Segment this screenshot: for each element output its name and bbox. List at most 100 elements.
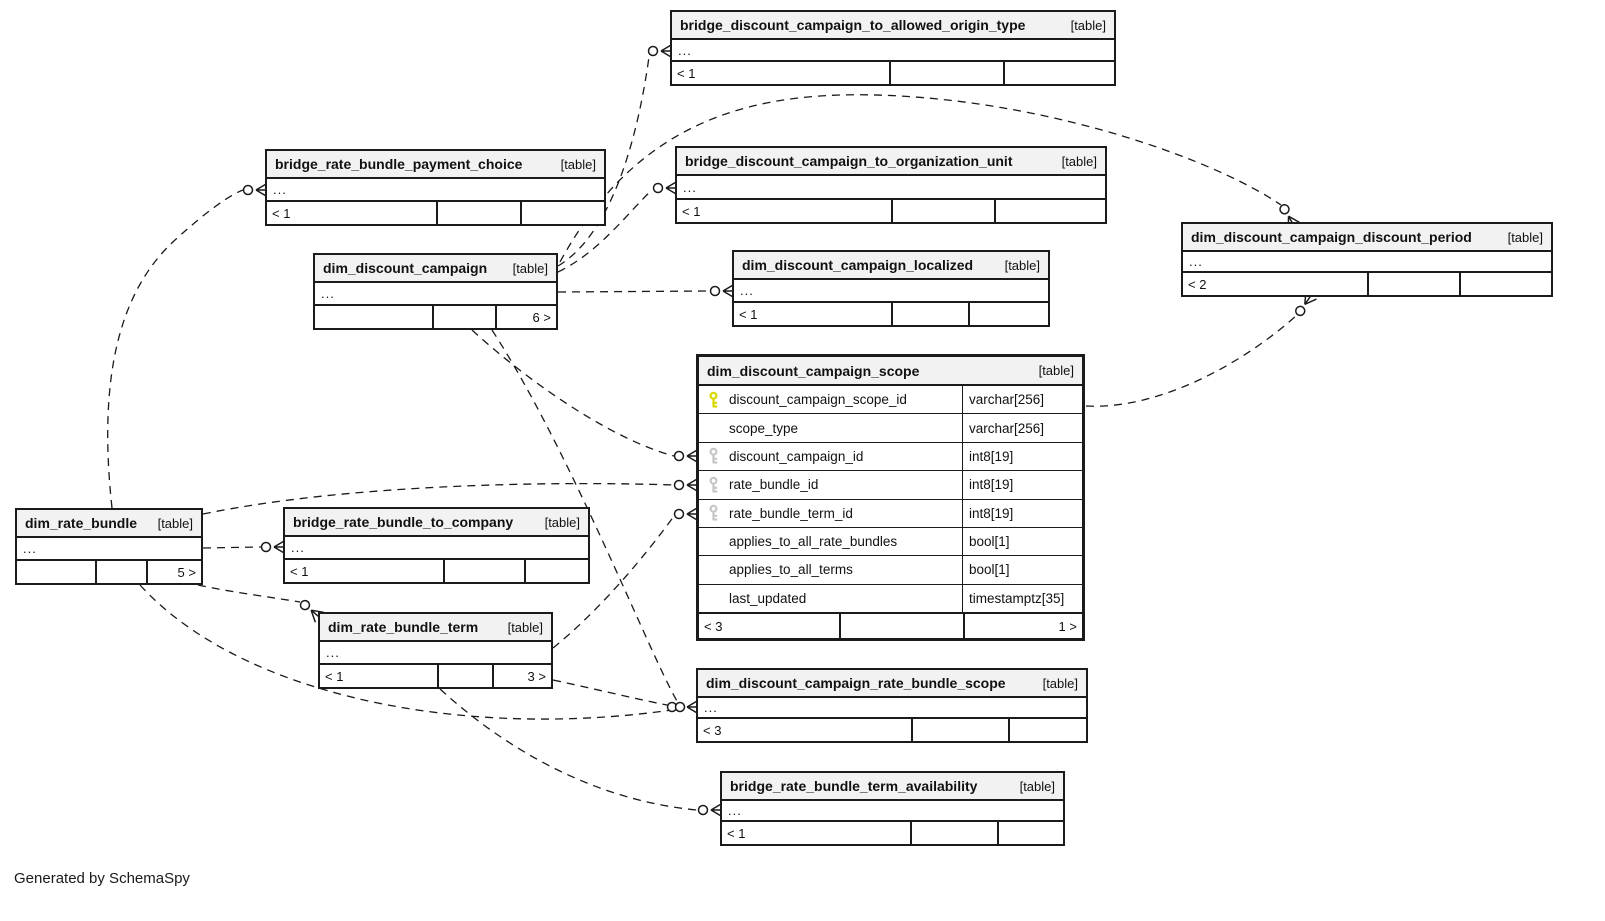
footer-mid-cell <box>838 614 963 638</box>
table-name[interactable]: bridge_discount_campaign_to_allowed_orig… <box>680 17 1026 33</box>
table-availability[interactable]: bridge_rate_bundle_term_availability [tab… <box>720 771 1065 846</box>
footer-child-count <box>996 822 1063 844</box>
table-allowed-origin-type[interactable]: bridge_discount_campaign_to_allowed_orig… <box>670 10 1116 86</box>
table-scope[interactable]: dim_discount_campaign_scope [table] discou… <box>696 354 1085 641</box>
table-name[interactable]: dim_discount_campaign_scope <box>707 362 920 379</box>
edge-campaign-localized <box>557 290 711 293</box>
table-tag: [table] <box>1038 363 1074 378</box>
table-header[interactable]: bridge_rate_bundle_to_company[table] <box>285 509 588 537</box>
table-name[interactable]: dim_discount_campaign_rate_bundle_scope <box>706 675 1006 691</box>
foreign-key-icon <box>708 504 719 522</box>
table-header[interactable]: bridge_rate_bundle_term_availability [tab… <box>722 773 1063 801</box>
table-footer: < 1 <box>672 60 1114 84</box>
table-tag: [table] <box>1042 675 1078 691</box>
table-header[interactable]: dim_discount_campaign[table] <box>315 255 556 283</box>
columns-ellipsis: ... <box>291 540 305 555</box>
table-header[interactable]: dim_discount_campaign_discount_period [ta… <box>1183 224 1551 252</box>
edge-term-scope-col <box>552 515 675 649</box>
connector-scope-discount-campaign-id <box>673 448 699 464</box>
table-name[interactable]: bridge_rate_bundle_term_availability <box>730 778 978 794</box>
table-name[interactable]: bridge_rate_bundle_to_company <box>293 514 514 530</box>
table-organization-unit[interactable]: bridge_discount_campaign_to_organization… <box>675 146 1107 224</box>
column-type: int8[19] <box>962 499 1082 527</box>
table-header[interactable]: dim_rate_bundle_term [table] <box>320 614 551 642</box>
generator-credit: Generated by SchemaSpy <box>14 870 190 887</box>
column-type: varchar[256] <box>962 386 1082 414</box>
table-tag: [table] <box>1004 257 1040 273</box>
column-type: int8[19] <box>962 471 1082 499</box>
table-header[interactable]: dim_discount_campaign_localized [table] <box>734 252 1048 280</box>
footer-parent-count: < 1 <box>739 306 758 322</box>
edge-rate-bundle-rbscope <box>139 584 673 720</box>
connector-allowed-origin <box>647 43 673 59</box>
footer-mid-cell <box>891 303 968 325</box>
footer-child-count <box>524 560 588 582</box>
footer-child-count: 3 > <box>492 665 551 687</box>
table-name[interactable]: bridge_discount_campaign_to_organization… <box>685 153 1013 169</box>
column-name: discount_campaign_scope_id <box>699 386 962 413</box>
table-footer: < 1 <box>734 301 1048 325</box>
column-name: last_updated <box>729 590 807 606</box>
table-payment-choice[interactable]: bridge_rate_bundle_payment_choice[table]… <box>265 149 606 226</box>
footer-mid-cell <box>436 665 492 687</box>
column-name: rate_bundle_id <box>699 471 962 498</box>
connector-organization-unit <box>652 180 678 196</box>
edge-campaign-organization-unit <box>557 189 653 273</box>
table-tag: [table] <box>507 619 543 635</box>
table-header[interactable]: bridge_rate_bundle_payment_choice[table] <box>267 151 604 179</box>
edge-campaign-rate-bundle-scope <box>491 329 678 702</box>
table-footer: 6 > <box>315 304 556 328</box>
footer-parent-count: < 1 <box>290 563 309 579</box>
columns-ellipsis: ... <box>23 541 37 556</box>
footer-child-count <box>1459 273 1551 295</box>
table-name[interactable]: dim_discount_campaign_discount_period <box>1191 229 1472 245</box>
connector-scope-rate-bundle-id <box>673 477 699 493</box>
table-tag: [table] <box>1019 778 1055 794</box>
table-campaign[interactable]: dim_discount_campaign[table]... 6 > <box>313 253 558 330</box>
table-rate-bundle[interactable]: dim_rate_bundle[table]...5 > <box>15 508 203 585</box>
footer-mid-cell <box>911 719 1008 741</box>
footer-mid-cell <box>909 822 997 844</box>
table-header[interactable]: dim_discount_campaign_scope [table] <box>699 357 1082 386</box>
table-to-company[interactable]: bridge_rate_bundle_to_company[table]... <… <box>283 507 590 584</box>
table-name[interactable]: dim_discount_campaign_localized <box>742 257 974 273</box>
connector-rate-bundle-term <box>299 599 324 623</box>
footer-parent-count <box>17 561 95 583</box>
connector-availability <box>697 802 723 818</box>
edge-term-rbscope <box>552 679 673 707</box>
table-name[interactable]: dim_rate_bundle_term <box>328 619 479 635</box>
column-name: discount_campaign_id <box>699 443 962 470</box>
columns-ellipsis: ... <box>683 179 697 195</box>
table-name[interactable]: bridge_rate_bundle_payment_choice <box>275 156 523 172</box>
footer-mid-cell <box>435 202 520 224</box>
table-header[interactable]: bridge_discount_campaign_to_allowed_orig… <box>672 12 1114 40</box>
table-header[interactable]: dim_discount_campaign_rate_bundle_scope [… <box>698 670 1086 698</box>
primary-key-icon <box>708 391 719 408</box>
table-tag: [table] <box>1507 229 1543 245</box>
table-header[interactable]: dim_rate_bundle[table] <box>17 510 201 538</box>
table-localized[interactable]: dim_discount_campaign_localized [table]..… <box>732 250 1050 327</box>
table-rate-bundle-scope[interactable]: dim_discount_campaign_rate_bundle_scope [… <box>696 668 1088 743</box>
table-header[interactable]: bridge_discount_campaign_to_organization… <box>677 148 1105 176</box>
columns-ellipsis: ... <box>704 700 718 715</box>
edge-campaign-allowed-origin <box>557 56 650 267</box>
columns-ellipsis: ... <box>740 283 754 298</box>
table-name[interactable]: dim_discount_campaign <box>323 260 488 276</box>
edge-rate-bundle-to-company <box>202 546 262 549</box>
columns-ellipsis: ... <box>326 645 340 660</box>
table-name[interactable]: dim_rate_bundle <box>25 515 138 531</box>
connector-localized <box>709 283 735 299</box>
columns-ellipsis: ... <box>678 42 692 58</box>
columns-ellipsis: ... <box>1189 254 1203 269</box>
columns-ellipsis: ... <box>321 286 335 301</box>
table-discount-period[interactable]: dim_discount_campaign_discount_period [ta… <box>1181 222 1553 297</box>
